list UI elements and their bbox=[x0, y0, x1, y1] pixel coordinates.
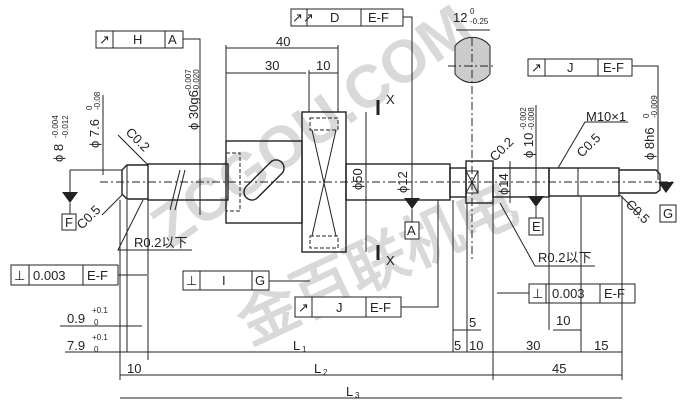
tol-lo: -0.012 bbox=[61, 115, 70, 138]
section-mark-top: X bbox=[386, 92, 395, 107]
dim-40: 40 bbox=[276, 34, 290, 49]
dim-c05-right: C0.5 bbox=[623, 197, 653, 227]
frame-runout-j-bottom: ↗ J E-F bbox=[294, 200, 439, 318]
frame-perp-i: ⊥ I G bbox=[182, 270, 310, 291]
tol-lo: -0.25 bbox=[470, 17, 489, 26]
dim-gap-79: 7.9 bbox=[67, 338, 85, 353]
tol-up: -0.004 bbox=[51, 115, 60, 138]
dim-15: 15 bbox=[594, 338, 608, 353]
dim-l1: L bbox=[293, 338, 300, 353]
shaft bbox=[121, 111, 661, 253]
datum-e: E bbox=[528, 196, 544, 236]
runout-icon: ↗ bbox=[531, 60, 542, 75]
section-width: 12 bbox=[453, 10, 467, 25]
frame-datum: G bbox=[255, 273, 265, 288]
dim-r02-left: R0.2以下 bbox=[134, 235, 187, 250]
dim-phi8: ϕ 8 bbox=[51, 144, 66, 162]
dim-phi76: ϕ 7.6 bbox=[87, 119, 102, 148]
dim-gap-09: 0.9 bbox=[67, 311, 85, 326]
frame-runout-d: ↗↗ D E-F bbox=[290, 8, 413, 200]
upper-dimensions: 40 30 10 ϕ 30g6 -0.007 -0.020 ϕ 8 -0.004… bbox=[51, 34, 659, 252]
dim-c02-left: C0.2 bbox=[123, 125, 153, 155]
runout-icon: ↗ bbox=[99, 32, 110, 47]
perpendicularity-icon: ⊥ bbox=[186, 273, 197, 288]
tol-lo: 0 bbox=[94, 318, 99, 327]
frame-runout-h: ↗ H A bbox=[95, 30, 201, 215]
datum-label: G bbox=[663, 206, 673, 221]
dim-r02-right: R0.2以下 bbox=[538, 250, 591, 265]
frame-value: 0.003 bbox=[33, 268, 66, 283]
datum-f: F bbox=[61, 192, 78, 231]
dim-l2-sub: 2 bbox=[323, 368, 328, 377]
dim-10: 10 bbox=[316, 58, 330, 73]
dim-30: 30 bbox=[265, 58, 279, 73]
frame-datum: E-F bbox=[87, 268, 108, 283]
tol-up: +0.1 bbox=[92, 333, 108, 342]
dim-10-left: 10 bbox=[127, 361, 141, 376]
dim-phi50: ϕ50 bbox=[350, 168, 365, 190]
dim-5a: 5 bbox=[469, 315, 476, 330]
dim-l2: L bbox=[314, 361, 321, 376]
section-view: 12 0 -0.25 X X bbox=[376, 7, 496, 268]
dim-10-mid: 10 bbox=[469, 338, 483, 353]
watermark-cjk: 金百联机电 bbox=[227, 169, 527, 357]
dim-45: 45 bbox=[552, 361, 566, 376]
frame-value: D bbox=[330, 10, 339, 25]
tol-lo: 0 bbox=[94, 345, 99, 354]
datum-g: G bbox=[658, 182, 677, 223]
tol-up: +0.1 bbox=[92, 306, 108, 315]
dim-phi12: ϕ12 bbox=[395, 171, 410, 193]
dim-phi14: ϕ14 bbox=[496, 173, 511, 195]
frame-value: H bbox=[133, 32, 142, 47]
dim-l1-sub: 1 bbox=[302, 345, 307, 354]
dim-30-bottom: 30 bbox=[526, 338, 540, 353]
tol-up: 0 bbox=[642, 113, 651, 118]
tol-lo: -0.008 bbox=[527, 107, 536, 130]
frame-datum: E-F bbox=[370, 300, 391, 315]
perpendicularity-icon: ⊥ bbox=[14, 268, 25, 283]
perpendicularity-icon: ⊥ bbox=[532, 286, 543, 301]
frame-runout-j-right: ↗ J E-F bbox=[527, 58, 659, 180]
frame-perp-right: ⊥ 0.003 E-F bbox=[497, 283, 636, 304]
tol-lo: -0.08 bbox=[93, 91, 102, 110]
datum-a: A bbox=[404, 198, 420, 240]
total-runout-icon: ↗↗ bbox=[292, 10, 314, 25]
tol-up: -0.007 bbox=[184, 69, 193, 92]
frame-datum: A bbox=[168, 32, 177, 47]
dim-thread: M10×1 bbox=[586, 109, 626, 124]
frame-value: I bbox=[222, 273, 226, 288]
datum-label: A bbox=[407, 223, 416, 238]
frame-perp-left: ⊥ 0.003 E-F bbox=[10, 264, 147, 286]
section-mark-bottom: X bbox=[386, 253, 395, 268]
datum-label: E bbox=[532, 219, 541, 234]
frame-datum: E-F bbox=[604, 286, 625, 301]
frame-datum: E-F bbox=[603, 60, 624, 75]
tol-lo: -0.020 bbox=[192, 69, 201, 92]
dim-l3-sub: 3 bbox=[355, 391, 360, 400]
dim-phi10: ϕ 10 bbox=[521, 133, 536, 158]
dim-c05-left: C0.5 bbox=[74, 202, 104, 232]
flange-slot bbox=[243, 159, 285, 201]
tol-up: 0 bbox=[470, 7, 475, 16]
dim-10-right: 10 bbox=[556, 313, 570, 328]
frame-value: J bbox=[567, 60, 574, 75]
dim-c02-right: C0.2 bbox=[487, 134, 517, 164]
frame-value: 0.003 bbox=[552, 286, 585, 301]
dim-l3: L bbox=[346, 384, 353, 399]
frame-value: J bbox=[336, 300, 343, 315]
dim-5b: 5 bbox=[454, 338, 461, 353]
tol-up: 0 bbox=[85, 105, 94, 110]
frame-datum: E-F bbox=[368, 10, 389, 25]
dim-phi8h6: ϕ 8h6 bbox=[642, 127, 657, 160]
tol-up: -0.002 bbox=[519, 107, 528, 130]
tol-lo: -0.009 bbox=[650, 95, 659, 118]
dim-phi30: ϕ 30g6 bbox=[186, 90, 201, 130]
datum-label: F bbox=[65, 215, 73, 230]
runout-icon: ↗ bbox=[298, 300, 309, 315]
